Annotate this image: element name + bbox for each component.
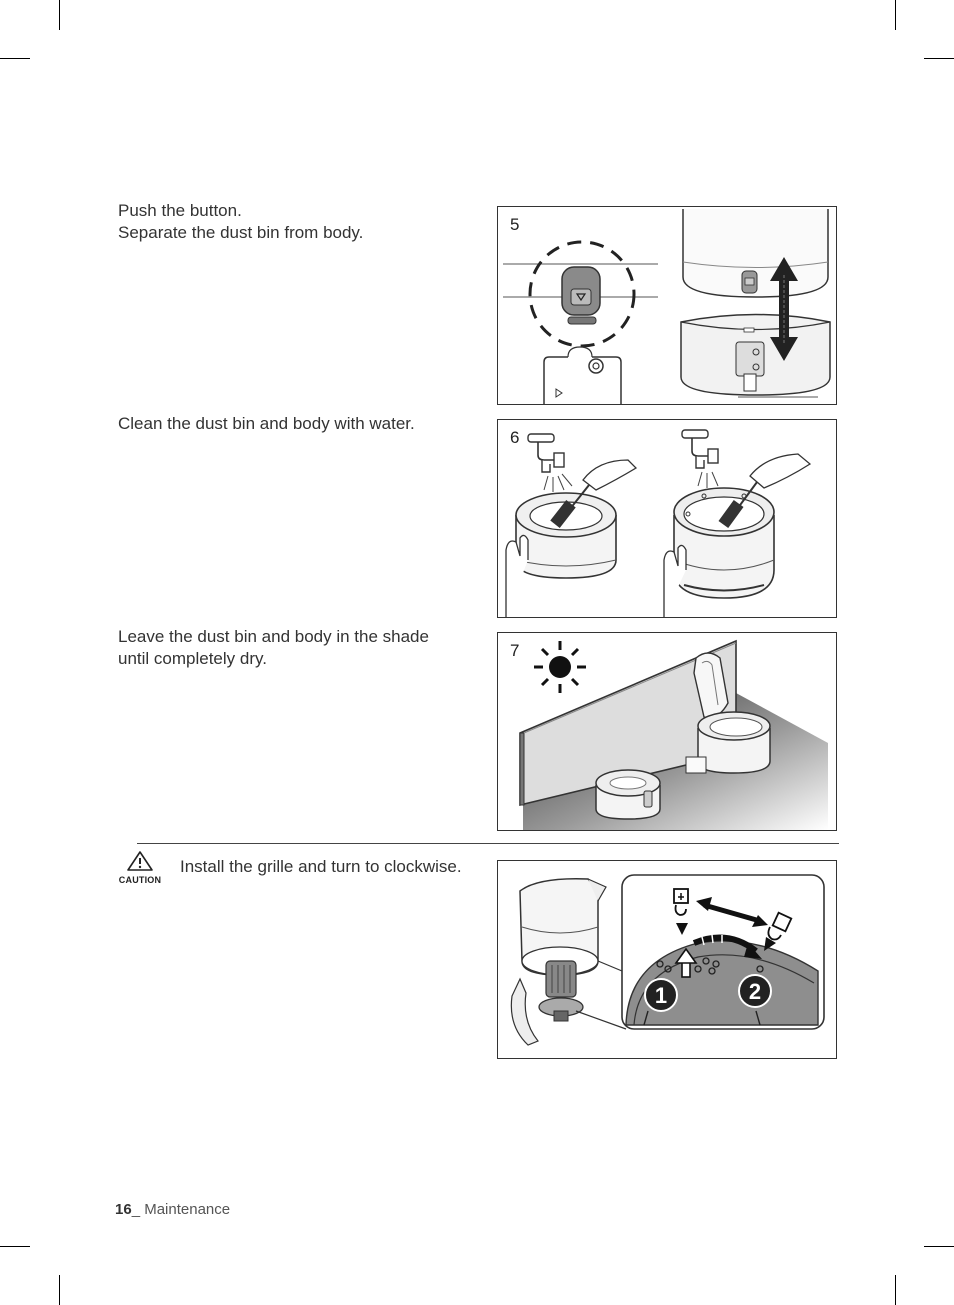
grille-illustration: 1 2 xyxy=(497,860,837,1059)
step-5-number: 5 xyxy=(510,215,520,234)
step-5-line-2: Separate the dust bin from body. xyxy=(118,223,364,242)
caution-text: Install the grille and turn to clockwise… xyxy=(180,857,462,876)
crop-mark-top-right-v xyxy=(895,0,896,30)
washing-drawing xyxy=(505,429,812,617)
warning-triangle-icon xyxy=(127,851,153,871)
crop-mark-bottom-right-h xyxy=(924,1246,954,1247)
step-5-text: Push the button. Separate the dust bin f… xyxy=(118,200,363,244)
drying-in-shade-drawing xyxy=(519,639,828,830)
crop-mark-bottom-left-h xyxy=(0,1246,30,1247)
page-number: 16 xyxy=(115,1201,132,1218)
crop-mark-top-left-v xyxy=(59,0,60,30)
lock-icon xyxy=(767,911,793,941)
caution-label: CAUTION xyxy=(118,875,162,885)
caution-block: CAUTION xyxy=(116,850,164,885)
dust-bin-separation-drawing xyxy=(503,209,831,404)
unlock-icon xyxy=(673,888,689,916)
marker-2: 2 xyxy=(738,974,772,1008)
step-7-number: 7 xyxy=(510,641,520,660)
sun-icon xyxy=(534,641,586,693)
step-7-illustration: 7 xyxy=(497,632,837,831)
crop-mark-bottom-left-v xyxy=(59,1275,60,1305)
grille-install-drawing: 1 2 xyxy=(510,874,825,1046)
crop-mark-bottom-right-v xyxy=(895,1275,896,1305)
crop-mark-top-left-h xyxy=(0,58,30,59)
page-footer: 16_ Maintenance xyxy=(115,1201,230,1218)
faucet-icon xyxy=(527,433,565,473)
step-7-line-2: until completely dry. xyxy=(118,649,267,668)
footer-section: Maintenance xyxy=(144,1201,231,1218)
step-6-line-1: Clean the dust bin and body with water. xyxy=(118,414,415,433)
step-6-text: Clean the dust bin and body with water. xyxy=(118,413,415,435)
step-5-illustration: 5 xyxy=(497,206,837,405)
crop-mark-top-right-h xyxy=(924,58,954,59)
step-7-line-1: Leave the dust bin and body in the shade xyxy=(118,627,429,646)
footer-separator: _ xyxy=(131,1201,145,1218)
step-5-line-1: Push the button. xyxy=(118,201,242,220)
step-6-illustration: 6 xyxy=(497,419,837,618)
section-divider xyxy=(137,843,839,844)
marker-1-label: 1 xyxy=(655,983,667,1008)
step-7-text: Leave the dust bin and body in the shade… xyxy=(118,626,429,670)
marker-1: 1 xyxy=(644,978,678,1012)
marker-2-label: 2 xyxy=(749,979,761,1004)
step-6-number: 6 xyxy=(510,428,520,447)
